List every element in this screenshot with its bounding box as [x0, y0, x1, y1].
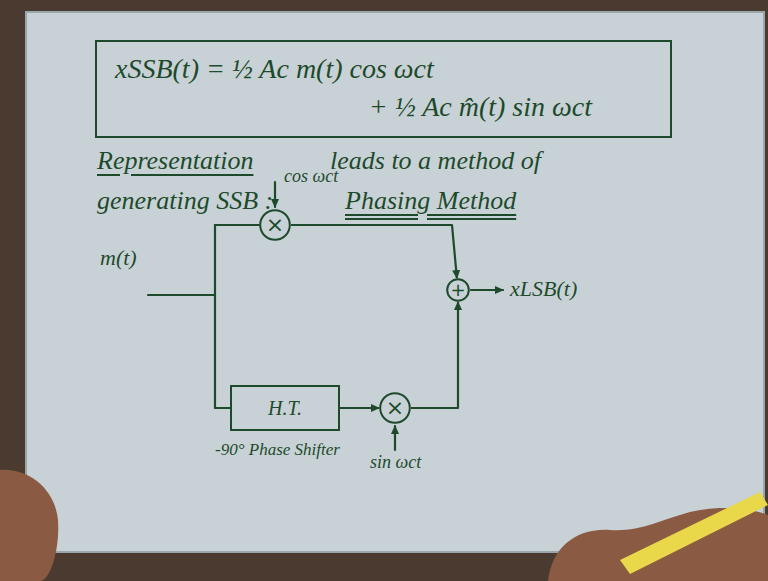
pen — [620, 492, 768, 574]
output-arrow — [471, 289, 503, 291]
signal-connector — [291, 225, 457, 278]
equation-line: xSSB(t) = ½ Ac m(t) cos ωct — [115, 50, 652, 88]
signal-connector — [411, 302, 458, 408]
circle-shape — [447, 279, 469, 301]
node-text: × — [266, 214, 284, 236]
bottom-branch-wire — [215, 407, 230, 409]
note-text: generating SSB : — [97, 186, 273, 216]
equation-line: + ½ Ac m̂(t) sin ωct — [115, 88, 652, 126]
carrier-sin-arrow — [394, 426, 396, 450]
equation-box: xSSB(t) = ½ Ac m(t) cos ωct+ ½ Ac m̂(t) … — [95, 40, 672, 138]
carrier-cos-arrow — [274, 182, 276, 207]
signal-name: m(t) — [100, 245, 137, 270]
node-text: × — [386, 397, 404, 419]
process-box: H.T. — [230, 385, 340, 431]
carrier-label: sin ωct — [370, 452, 421, 473]
carrier-label: cos ωct — [284, 166, 338, 187]
operator-circle: × — [379, 392, 411, 424]
node-text: + — [450, 281, 465, 299]
paper-edge — [26, 12, 764, 552]
left-hand — [0, 470, 58, 581]
top-branch-wire — [215, 224, 259, 226]
paper-sheet — [26, 12, 764, 552]
circle-shape — [380, 393, 410, 423]
signal-connector — [340, 407, 379, 409]
note-text: leads to a method of — [330, 146, 541, 176]
output-signal-name: xLSB(t) — [510, 276, 577, 301]
block-note: -90° Phase Shifter — [215, 440, 340, 460]
split-wire — [214, 225, 216, 408]
node-text: H.T. — [268, 397, 302, 420]
heading-word: Representation — [97, 146, 253, 176]
input-wire — [148, 294, 215, 296]
operator-circle: + — [446, 278, 470, 302]
method-name: Phasing Method — [345, 186, 516, 216]
